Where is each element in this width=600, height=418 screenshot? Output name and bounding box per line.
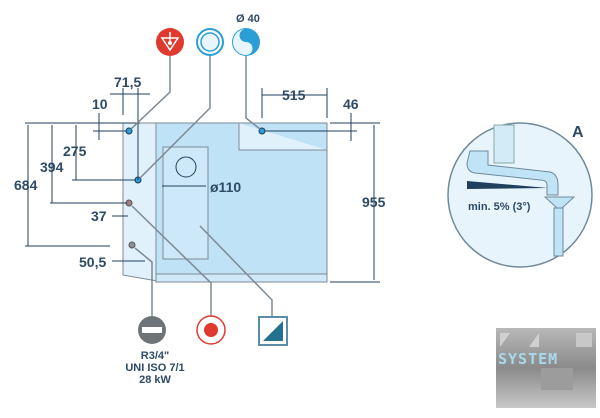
dim-50-5: 50,5 [79, 254, 106, 270]
gas-power-label: 28 kW [139, 374, 171, 386]
detail-label: A [572, 124, 584, 141]
water-inlet-icon [196, 28, 224, 56]
dimension-lines [25, 88, 380, 283]
dim-515: 515 [282, 87, 306, 103]
dim-394: 394 [40, 159, 64, 175]
dim-275: 275 [63, 143, 87, 159]
logo-text: SYSTEM [498, 350, 558, 368]
hot-cold-water-icon [232, 28, 260, 56]
drain-icon [156, 28, 184, 56]
dim-40: Ø 40 [236, 13, 260, 25]
slope-label: min. 5% (3°) [468, 201, 531, 213]
leader-lines [130, 56, 273, 316]
machine-body [122, 122, 328, 283]
dim-71-5: 71,5 [114, 74, 141, 90]
gas-connection-icon [138, 316, 166, 344]
slope-wedge [467, 181, 548, 189]
dim-37: 37 [91, 208, 107, 224]
equipotential-icon [258, 316, 288, 346]
flue-outlet [175, 156, 197, 178]
dim-10: 10 [92, 96, 108, 112]
gas-standard-label: UNI ISO 7/1 [125, 362, 184, 374]
dim-955: 955 [362, 194, 386, 210]
dim-684: 684 [14, 177, 38, 193]
detail-a-circle [447, 122, 593, 268]
gas-thread-label: R3/4" [141, 350, 169, 362]
system-logo: SYSTEM [496, 328, 596, 408]
electrical-connection-icon [196, 315, 226, 345]
dim-110: ø110 [210, 179, 241, 195]
dim-46: 46 [343, 96, 359, 112]
connection-point-4 [128, 241, 136, 249]
